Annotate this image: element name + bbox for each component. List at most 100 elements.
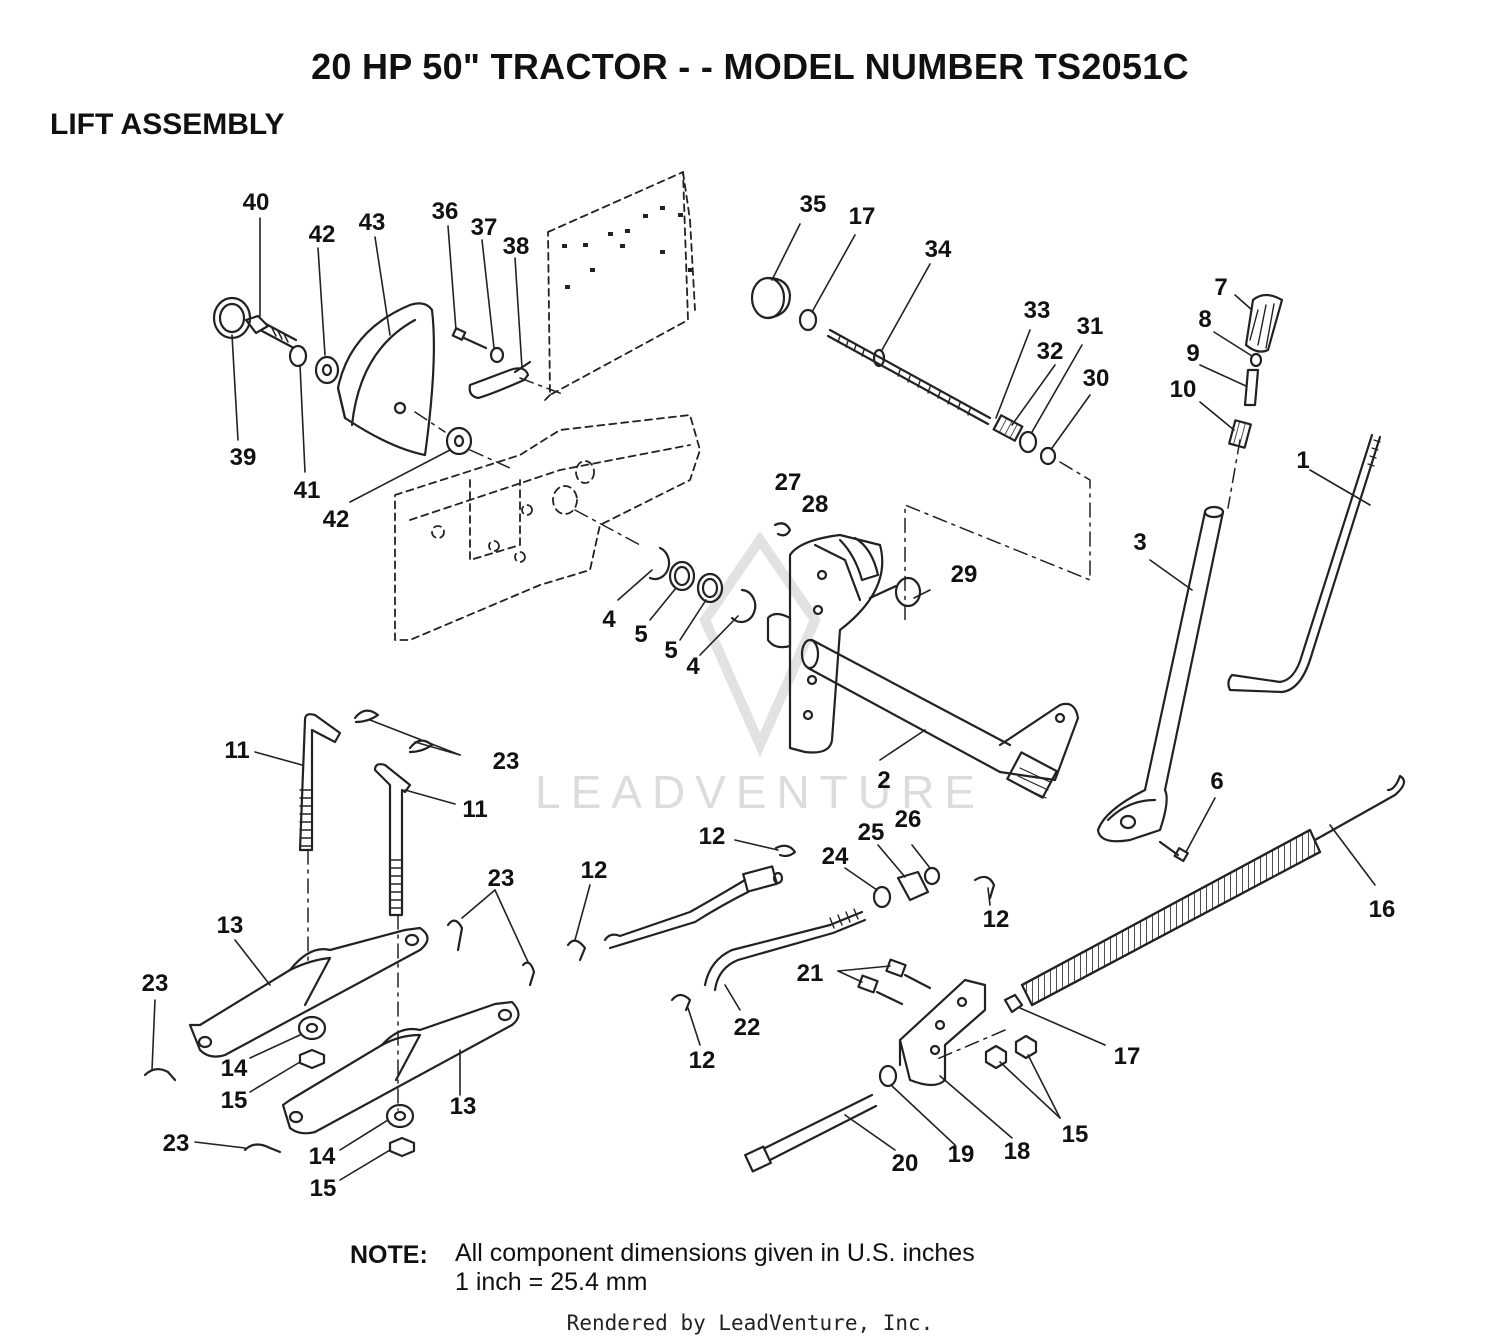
callout-12: 12 — [699, 823, 726, 850]
part-15-nut — [298, 1048, 326, 1070]
part-21-bolt — [885, 958, 932, 990]
callout-30: 30 — [1083, 365, 1110, 392]
watermark-text: LEADVENTURE — [535, 766, 985, 818]
part-10-spring — [1228, 419, 1252, 449]
part-12-clip — [774, 844, 797, 858]
part-15-nut-d — [1014, 1034, 1038, 1060]
callout-leaders — [151, 217, 1376, 1181]
part-12-clip-d — [670, 993, 692, 1012]
section-title: LIFT ASSEMBLY — [50, 108, 285, 141]
callout-32: 32 — [1037, 338, 1064, 365]
callout-11: 11 — [224, 737, 249, 764]
frame-rail-dashed — [394, 414, 701, 641]
part-27-clip — [773, 522, 792, 537]
part-23-clip-d — [521, 961, 536, 987]
part-23-clip-f — [243, 1143, 282, 1154]
callout-12c: 12 — [983, 906, 1010, 933]
part-24-washer — [872, 885, 892, 909]
callout-36: 36 — [432, 198, 459, 225]
callout-17b: 17 — [1114, 1043, 1141, 1070]
callout-5b: 5 — [664, 637, 677, 664]
part-11-lift-link — [298, 713, 342, 852]
part-34-rod — [826, 328, 992, 426]
part-32-spring — [992, 414, 1024, 442]
callout-11b: 11 — [462, 796, 487, 823]
callout-17: 17 — [849, 203, 876, 230]
note-text: All component dimensions given in U.S. i… — [455, 1239, 1075, 1297]
callout-40: 40 — [243, 189, 270, 216]
callout-13b: 13 — [450, 1093, 477, 1120]
part-11-lift-link-b — [373, 763, 412, 917]
part-23-clip-e — [143, 1068, 177, 1082]
callout-10: 10 — [1170, 376, 1197, 403]
callout-19: 19 — [948, 1141, 975, 1168]
callout-42: 42 — [309, 221, 336, 248]
part-15-nut-b — [388, 1136, 416, 1158]
part-22-rod — [703, 908, 867, 992]
callout-39: 39 — [230, 444, 257, 471]
part-23-clip-c — [446, 919, 464, 952]
part-37-washer — [489, 346, 505, 364]
callout-43: 43 — [359, 209, 386, 236]
callout-8: 8 — [1198, 306, 1211, 333]
callout-23: 23 — [493, 748, 520, 775]
part-16-spring — [1020, 774, 1406, 1007]
part-13-lift-arm-b — [281, 1000, 520, 1135]
part-29-pin — [894, 576, 922, 608]
callout-38: 38 — [503, 233, 530, 260]
part-5-washer — [668, 560, 696, 592]
frame-plate-holes — [562, 206, 693, 289]
part-4-e-ring — [648, 546, 671, 581]
part-35-knob — [750, 276, 792, 320]
part-5-washer-b — [696, 572, 724, 604]
callout-5: 5 — [634, 621, 647, 648]
callout-15c: 15 — [1062, 1121, 1089, 1148]
callout-1: 1 — [1296, 447, 1309, 474]
callout-15b: 15 — [310, 1175, 337, 1202]
part-4-e-ring-b — [730, 588, 757, 624]
part-42-washer — [314, 355, 340, 385]
callout-numbers: 1 2 3 4 4 5 5 6 7 8 9 10 11 11 12 12 12 … — [142, 189, 1396, 1202]
part-7-grip — [1244, 293, 1284, 353]
callout-31: 31 — [1077, 313, 1104, 340]
part-1-rod — [1227, 433, 1382, 694]
callout-22: 22 — [734, 1014, 761, 1041]
callout-9: 9 — [1186, 340, 1199, 367]
part-17-washer-b — [1003, 993, 1024, 1014]
callout-37: 37 — [471, 214, 498, 241]
callout-42b: 42 — [323, 506, 350, 533]
part-17-washer — [798, 308, 818, 332]
part-19-washer — [878, 1064, 898, 1088]
part-9-spacer — [1243, 368, 1260, 407]
part-21-bolt-b — [857, 974, 904, 1006]
link-rod-upper — [603, 865, 784, 950]
watermark: LEADVENTURE — [535, 531, 985, 818]
part-40-bolt — [244, 314, 298, 349]
part-38-clip — [468, 360, 532, 400]
callout-21: 21 — [797, 960, 824, 987]
callout-18: 18 — [1004, 1138, 1031, 1165]
part-36-screw — [451, 327, 488, 350]
callout-14b: 14 — [309, 1143, 336, 1170]
callout-23b: 23 — [488, 865, 515, 892]
part-14-bushing-b — [385, 1103, 415, 1129]
part-18-bracket — [898, 978, 987, 1087]
callout-27: 27 — [775, 469, 802, 496]
callout-2: 2 — [877, 767, 890, 794]
part-15-nut-c — [984, 1044, 1008, 1070]
note-line-1: All component dimensions given in U.S. i… — [455, 1239, 975, 1267]
callout-35: 35 — [800, 191, 827, 218]
page-title: 20 HP 50" TRACTOR - - MODEL NUMBER TS205… — [311, 46, 1189, 87]
callout-26: 26 — [895, 806, 922, 833]
part-3-lift-handle — [1096, 505, 1225, 843]
callout-7: 7 — [1214, 274, 1227, 301]
footer-credit: Rendered by LeadVenture, Inc. — [566, 1311, 934, 1335]
note-label: NOTE: — [350, 1241, 428, 1269]
part-2-lift-shaft — [766, 533, 1080, 799]
callout-6: 6 — [1210, 768, 1223, 795]
callout-24: 24 — [822, 843, 849, 870]
callout-13: 13 — [217, 912, 244, 939]
callout-23d: 23 — [163, 1130, 190, 1157]
